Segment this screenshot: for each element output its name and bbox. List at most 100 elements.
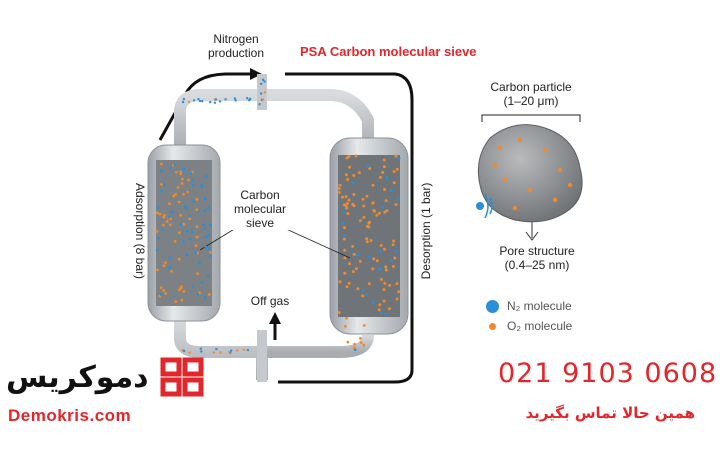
molecule-dot <box>382 299 386 303</box>
molecule-dot <box>167 215 171 219</box>
molecule-dot <box>392 181 396 185</box>
molecule-dot <box>365 293 369 296</box>
molecule-dot <box>345 285 349 289</box>
demokris-logo-mark <box>160 357 204 397</box>
molecule-dot <box>383 247 386 251</box>
molecule-dot <box>371 201 375 205</box>
molecule-dot <box>161 228 165 232</box>
molecule-dot <box>378 249 382 253</box>
molecule-dot <box>344 204 348 208</box>
molecule-dot <box>242 348 245 352</box>
molecule-dot <box>395 167 399 171</box>
molecule-dot <box>186 190 190 194</box>
molecule-dot <box>394 249 398 253</box>
molecule-dot <box>234 99 237 102</box>
molecule-dot <box>215 347 218 351</box>
molecule-dot <box>213 101 217 104</box>
molecule-dot <box>383 281 387 285</box>
molecule-dot <box>361 294 365 298</box>
molecule-dot <box>174 193 178 196</box>
molecule-dot <box>355 267 358 271</box>
molecule-dot <box>361 197 365 201</box>
particle-o2-dot <box>527 187 533 193</box>
carbon-particle <box>477 124 583 223</box>
molecule-dot <box>195 225 199 229</box>
molecule-dot <box>369 239 373 242</box>
molecule-dot <box>182 290 186 293</box>
brand-site[interactable]: Demokris.com <box>8 406 132 425</box>
molecule-dot <box>201 99 204 103</box>
molecule-dot <box>208 223 212 227</box>
molecule-dot <box>204 197 207 201</box>
molecule-dot <box>377 308 381 312</box>
molecule-dot <box>209 254 212 258</box>
molecule-dot <box>345 316 348 320</box>
molecule-dot <box>352 193 356 196</box>
molecule-dot <box>343 248 347 252</box>
molecule-dot <box>187 100 191 104</box>
molecule-dot <box>179 170 183 174</box>
molecule-dot <box>393 256 397 260</box>
molecule-dot <box>362 215 366 219</box>
molecule-dot <box>175 170 178 174</box>
molecule-dot <box>160 169 163 173</box>
molecule-dot <box>170 210 174 214</box>
molecule-dot <box>160 162 163 166</box>
molecule-dot <box>366 165 370 169</box>
molecule-dot <box>388 283 392 287</box>
particle-o2-dot <box>557 167 563 173</box>
molecule-dot <box>377 267 381 271</box>
molecule-dot <box>354 154 358 158</box>
molecule-dot <box>344 195 348 199</box>
o2-molecule-icon <box>489 322 496 330</box>
molecule-dot <box>203 296 207 299</box>
molecule-dot <box>182 192 186 196</box>
molecule-dot <box>209 251 212 254</box>
molecule-dot <box>204 245 208 249</box>
molecule-dot <box>200 350 203 353</box>
molecule-dot <box>182 349 186 353</box>
molecule-dot <box>209 100 212 104</box>
molecule-dot <box>371 183 375 187</box>
particle-o2-dot <box>542 147 548 153</box>
molecule-dot <box>179 213 183 217</box>
contact-phone[interactable]: 021 9103 0608 <box>498 358 718 389</box>
molecule-dot <box>338 280 342 284</box>
molecule-dot <box>378 303 382 307</box>
molecule-dot <box>194 244 198 248</box>
molecule-dot <box>375 213 379 217</box>
molecule-dot <box>246 348 250 352</box>
molecule-dot <box>219 351 222 354</box>
molecule-dot <box>160 183 164 186</box>
molecule-dot <box>162 223 165 227</box>
molecule-dot <box>358 259 362 263</box>
molecule-dot <box>347 198 351 202</box>
molecule-dot <box>191 230 195 234</box>
molecule-dot <box>383 187 387 191</box>
molecule-dot <box>155 248 159 252</box>
molecule-dot <box>168 202 171 206</box>
molecule-dot <box>352 204 356 208</box>
molecule-dot <box>362 343 366 347</box>
molecule-dot <box>180 298 184 302</box>
molecule-dot <box>204 174 208 178</box>
molecule-dot <box>246 97 249 100</box>
molecule-dot <box>185 253 189 257</box>
molecule-dot <box>159 286 163 289</box>
molecule-dot <box>368 220 372 224</box>
molecule-dot <box>396 196 400 200</box>
molecule-dot <box>162 264 166 268</box>
molecule-dot <box>359 336 362 340</box>
molecule-dot <box>382 165 386 169</box>
molecule-dot <box>159 293 163 296</box>
molecule-dot <box>194 251 198 255</box>
molecule-dot <box>179 222 183 226</box>
adsorption-label: Adsorption (8 bar) <box>133 182 147 280</box>
molecule-dot <box>155 229 159 233</box>
molecule-dot <box>259 92 263 95</box>
molecule-dot <box>182 97 186 101</box>
molecule-dot <box>163 214 167 217</box>
pore-n2-signal <box>484 193 493 219</box>
molecule-dot <box>197 210 201 214</box>
molecule-dot <box>382 288 386 292</box>
